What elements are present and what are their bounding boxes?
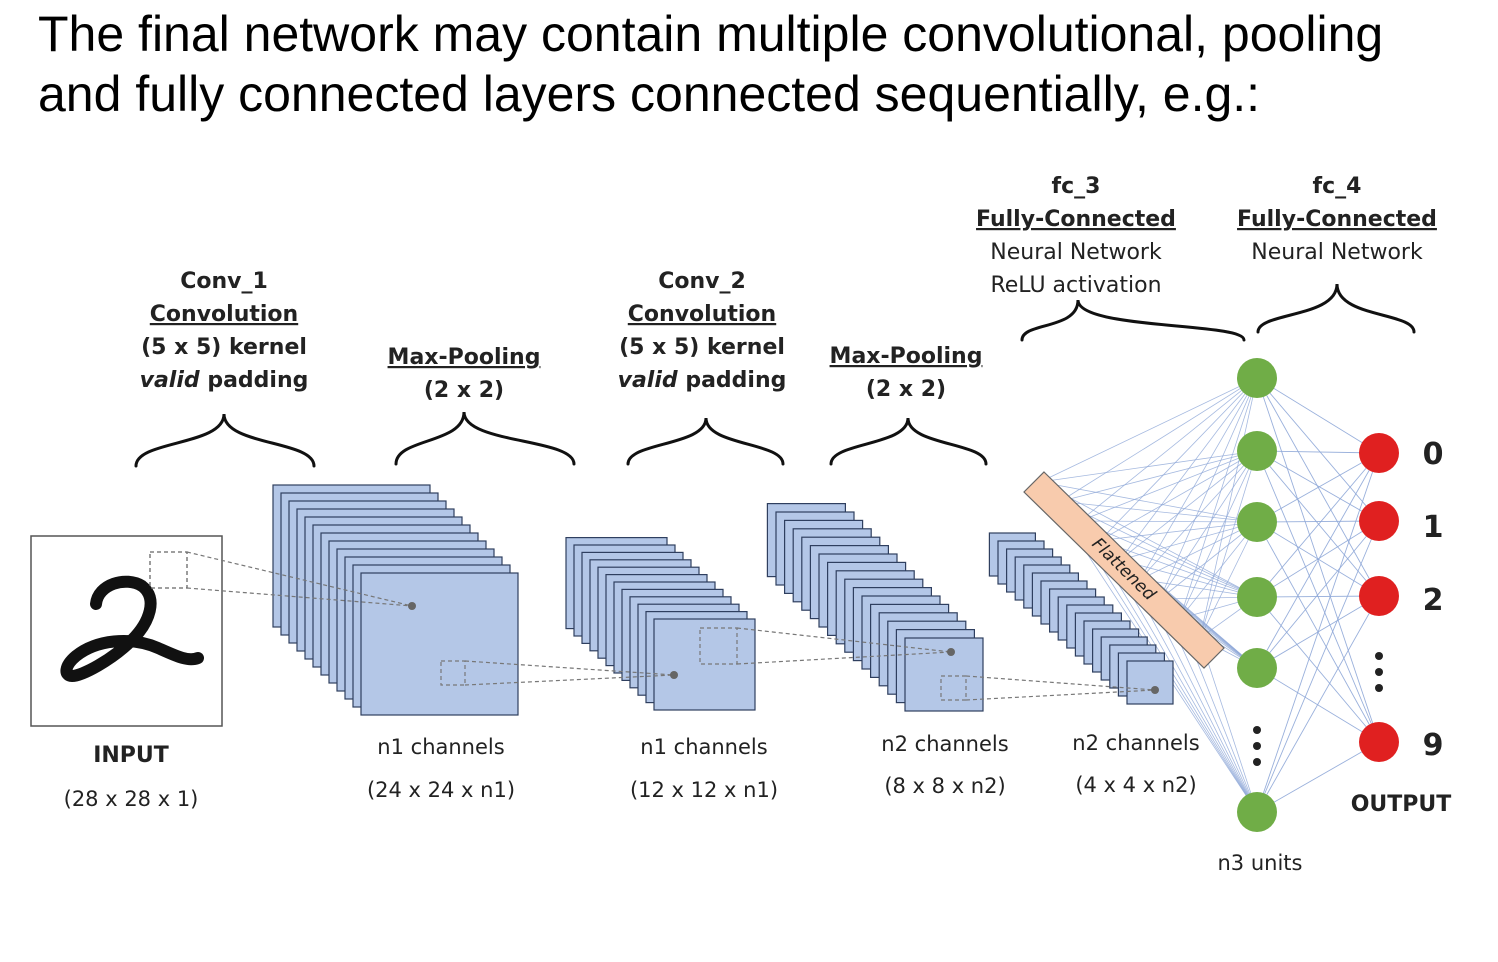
- svg-text:Convolution: Convolution: [628, 302, 776, 327]
- l4-name: n2 channels: [1072, 731, 1199, 755]
- svg-text:ReLU activation: ReLU activation: [990, 273, 1161, 298]
- output-node: [1359, 722, 1399, 762]
- l1-name: n1 channels: [377, 735, 504, 759]
- brace-fc3: [1020, 299, 1246, 342]
- receptive-field-box: [149, 551, 188, 589]
- svg-text:valid padding: valid padding: [618, 368, 787, 393]
- output-label-9: 9: [1423, 728, 1444, 763]
- l2-shape: (12 x 12 x n1): [630, 778, 778, 802]
- brace-pool1: [394, 411, 576, 466]
- svg-text:fc_3: fc_3: [1052, 174, 1101, 199]
- l2-name: n1 channels: [640, 735, 767, 759]
- svg-text:(2 x 2): (2 x 2): [424, 378, 504, 403]
- l3-name: n2 channels: [881, 732, 1008, 756]
- l3-shape: (8 x 8 x n2): [884, 774, 1005, 798]
- svg-text:fc_4: fc_4: [1313, 174, 1362, 199]
- feature-map-stack-pool1: [565, 536, 756, 711]
- output-node: [1359, 501, 1399, 541]
- hidden-node: [1237, 358, 1277, 398]
- conv1-map: [360, 572, 519, 716]
- svg-text:(5 x 5) kernel: (5 x 5) kernel: [619, 335, 785, 360]
- svg-text:Neural Network: Neural Network: [1251, 240, 1423, 265]
- feature-map-stack-conv2: [766, 503, 984, 712]
- hidden-ellipsis: [1253, 726, 1261, 766]
- output-layer-nodes: [1359, 433, 1399, 762]
- output-node: [1359, 576, 1399, 616]
- l1-shape: (24 x 24 x n1): [367, 778, 515, 802]
- output-label-2: 2: [1423, 583, 1444, 618]
- feature-map-stack-pool2: [988, 532, 1174, 705]
- slide-title: The final network may contain multiple c…: [38, 4, 1478, 124]
- output-node: [1359, 433, 1399, 473]
- output-ellipsis: [1375, 652, 1383, 692]
- mapping-lines: [186, 551, 1156, 701]
- slide-title-line-1: The final network may contain multiple c…: [38, 6, 1384, 62]
- svg-text:Conv_1: Conv_1: [180, 269, 268, 294]
- svg-text:Fully-Connected: Fully-Connected: [1237, 207, 1437, 232]
- hidden-layer-nodes: [1237, 358, 1277, 832]
- output-label-1: 1: [1423, 510, 1444, 545]
- brace-conv2: [626, 417, 785, 466]
- svg-text:Neural Network: Neural Network: [990, 240, 1162, 265]
- brace-pool2: [829, 417, 988, 466]
- input-name: INPUT: [93, 743, 169, 768]
- brace-conv1: [134, 413, 316, 468]
- layer-braces: [134, 283, 1416, 468]
- slide-title-line-2: and fully connected layers connected seq…: [38, 66, 1261, 122]
- label-fc3: fc_3 Fully-Connected Neural Network ReLU…: [976, 174, 1176, 298]
- l4-shape: (4 x 4 x n2): [1075, 773, 1196, 797]
- output-label-0: 0: [1423, 437, 1444, 472]
- input-image-frame: [30, 535, 223, 727]
- label-conv2: Conv_2 Convolution (5 x 5) kernel valid …: [618, 269, 787, 393]
- svg-text:Fully-Connected: Fully-Connected: [976, 207, 1176, 232]
- input-shape: (28 x 28 x 1): [64, 787, 199, 811]
- label-fc4: fc_4 Fully-Connected Neural Network: [1237, 174, 1437, 265]
- hidden-node: [1237, 577, 1277, 617]
- hidden-node: [1237, 648, 1277, 688]
- svg-text:(5 x 5) kernel: (5 x 5) kernel: [141, 335, 307, 360]
- input-image: [30, 535, 223, 727]
- label-pool1: Max-Pooling (2 x 2): [388, 345, 541, 403]
- mapping-points: [408, 602, 1159, 694]
- label-conv1: Conv_1 Convolution (5 x 5) kernel valid …: [140, 269, 309, 393]
- svg-text:valid padding: valid padding: [140, 368, 309, 393]
- brace-fc4: [1256, 283, 1416, 334]
- hidden-node: [1237, 502, 1277, 542]
- label-pool2: Max-Pooling (2 x 2): [830, 344, 983, 402]
- units-label: n3 units: [1218, 851, 1303, 875]
- conv2-map: [904, 637, 984, 712]
- svg-text:Conv_2: Conv_2: [658, 269, 746, 294]
- pool2-map: [1126, 660, 1174, 705]
- svg-text:(2 x 2): (2 x 2): [866, 377, 946, 402]
- output-label: OUTPUT: [1351, 792, 1452, 817]
- hidden-node: [1237, 792, 1277, 832]
- handwritten-digit-two: [60, 575, 204, 682]
- feature-map-stack-conv1: [272, 484, 519, 716]
- svg-text:Max-Pooling: Max-Pooling: [830, 344, 983, 369]
- hidden-node: [1237, 431, 1277, 471]
- svg-text:Max-Pooling: Max-Pooling: [388, 345, 541, 370]
- svg-text:Convolution: Convolution: [150, 302, 298, 327]
